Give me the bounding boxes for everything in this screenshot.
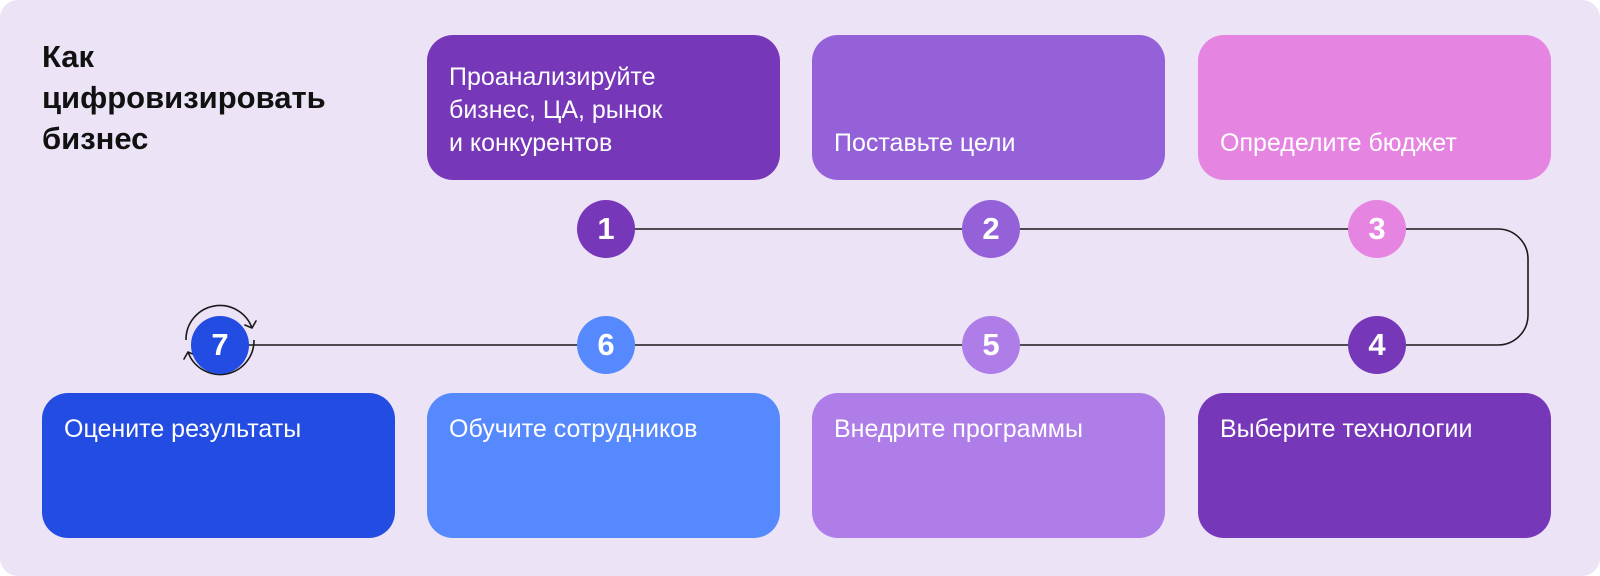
- step-number-3: 3: [1348, 200, 1406, 258]
- step-text-line: Проанализируйте: [449, 63, 656, 91]
- step-number-4: 4: [1348, 316, 1406, 374]
- step-text: Поставьте цели: [834, 127, 1149, 160]
- step-text-line: бизнес, ЦА, рынок: [449, 96, 663, 124]
- step-text: Выберите технологии: [1220, 413, 1535, 446]
- step-text-line: Обучите сотрудников: [449, 415, 698, 443]
- step-text-line: Определите бюджет: [1220, 129, 1457, 157]
- step-card-7: Оцените результаты: [42, 393, 395, 538]
- step-text-line: и конкурентов: [449, 129, 613, 157]
- step-text: Обучите сотрудников: [449, 413, 764, 446]
- step-card-5: Внедрите программы: [812, 393, 1165, 538]
- step-number-6: 6: [577, 316, 635, 374]
- diagram-title: Как цифровизировать бизнес: [42, 36, 402, 159]
- step-number-1: 1: [577, 200, 635, 258]
- step-card-6: Обучите сотрудников: [427, 393, 780, 538]
- step-text: Проанализируйте бизнес, ЦА, рынок и конк…: [449, 61, 764, 160]
- title-line: цифровизировать: [42, 80, 326, 115]
- step-text-line: Оцените результаты: [64, 415, 302, 443]
- step-card-3: Определите бюджет: [1198, 35, 1551, 180]
- title-line: бизнес: [42, 121, 149, 156]
- step-text-line: Поставьте цели: [834, 129, 1016, 157]
- step-text-line: Выберите технологии: [1220, 415, 1473, 443]
- title-line: Как: [42, 39, 95, 74]
- step-card-1: Проанализируйте бизнес, ЦА, рынок и конк…: [427, 35, 780, 180]
- step-card-2: Поставьте цели: [812, 35, 1165, 180]
- step-card-4: Выберите технологии: [1198, 393, 1551, 538]
- step-number-7: 7: [191, 316, 249, 374]
- step-text: Определите бюджет: [1220, 127, 1535, 160]
- connector-path: [220, 228, 1529, 346]
- step-text: Оцените результаты: [64, 413, 379, 446]
- step-text-line: Внедрите программы: [834, 415, 1083, 443]
- step-number-2: 2: [962, 200, 1020, 258]
- step-number-5: 5: [962, 316, 1020, 374]
- step-text: Внедрите программы: [834, 413, 1149, 446]
